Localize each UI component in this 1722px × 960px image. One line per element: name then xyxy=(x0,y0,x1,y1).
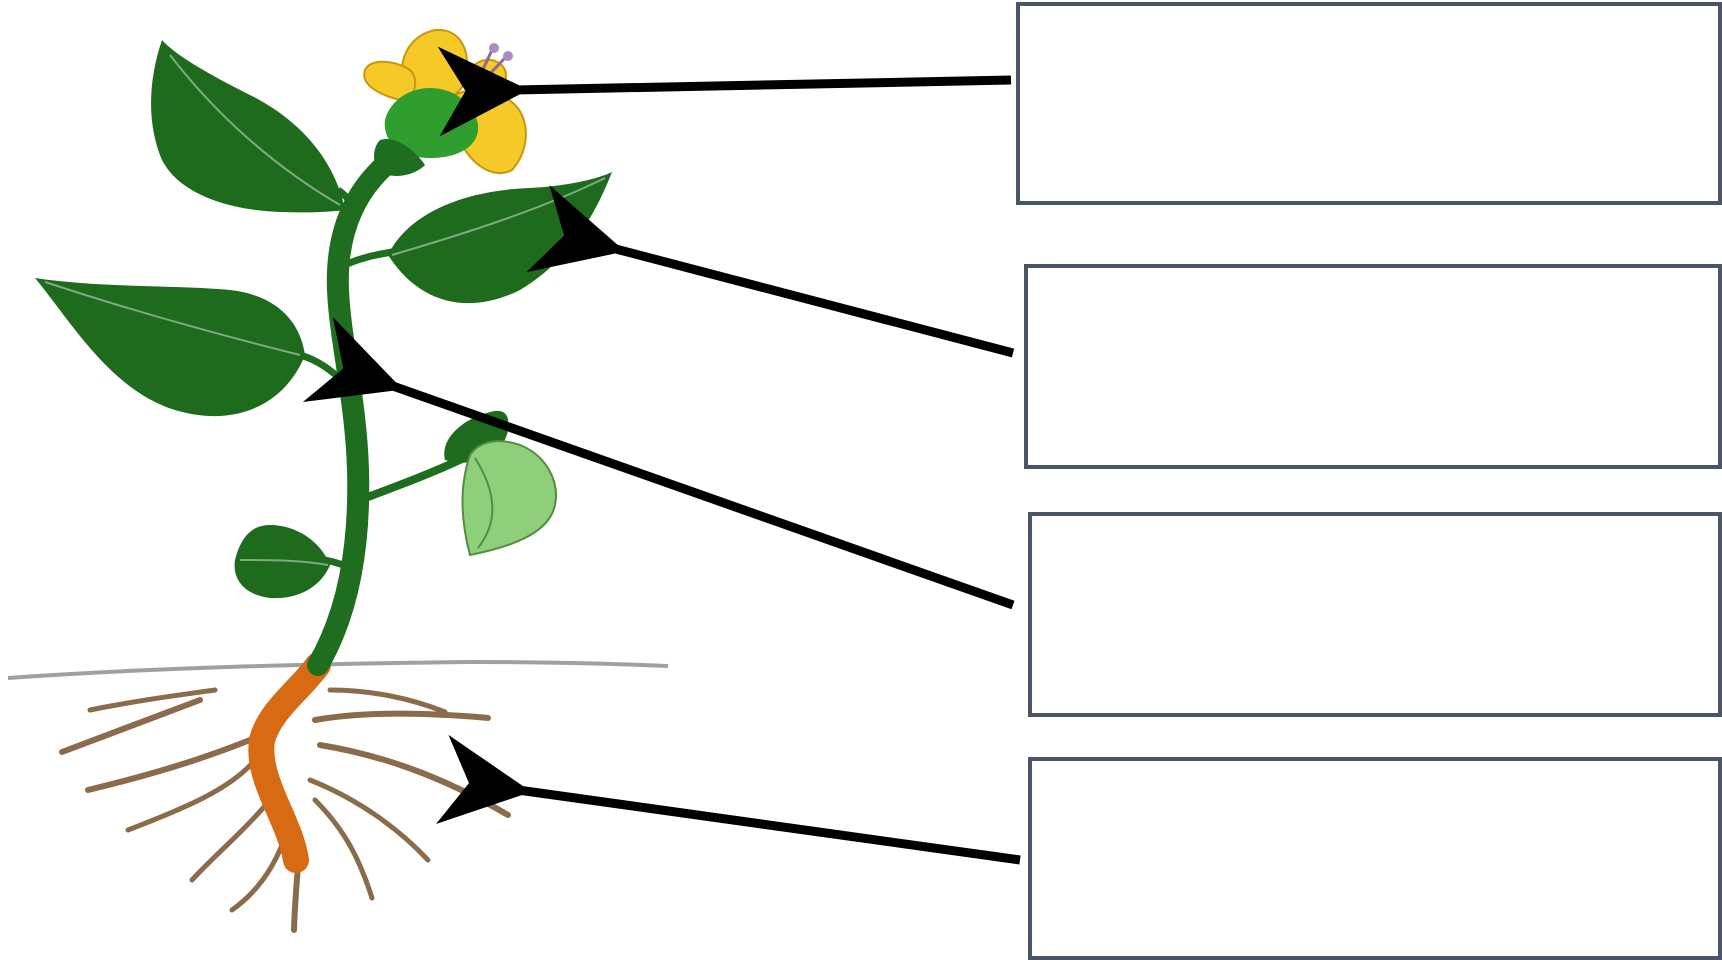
anther xyxy=(503,51,513,61)
leaf-vein xyxy=(239,559,329,566)
flower xyxy=(363,28,527,176)
root-branch xyxy=(317,742,511,818)
ground-line xyxy=(7,659,669,680)
root-branch xyxy=(189,797,273,883)
root-branch xyxy=(327,687,448,715)
arrow-to-stem xyxy=(302,317,1015,610)
receptacle xyxy=(374,139,425,176)
root-branch xyxy=(85,737,253,793)
arrow-to-flower xyxy=(437,46,1012,137)
label-box-root[interactable] xyxy=(1028,757,1722,960)
petal xyxy=(363,60,417,102)
label-box-stem[interactable] xyxy=(1028,512,1722,717)
leaf-top-left xyxy=(151,40,345,213)
label-box-leaf[interactable] xyxy=(1024,264,1722,469)
arrow-to-leaf xyxy=(526,185,1015,358)
leaf-vein xyxy=(474,457,494,549)
root-branch xyxy=(59,697,203,755)
arrows xyxy=(302,46,1021,865)
arrow-to-root xyxy=(436,734,1021,865)
anther xyxy=(489,43,499,53)
root-branch xyxy=(312,710,491,723)
leaf-left xyxy=(35,278,305,417)
root-branch xyxy=(307,777,431,863)
leaf-vein xyxy=(169,54,341,206)
leaf-vein xyxy=(44,281,301,356)
leaf-bottom xyxy=(234,525,330,599)
root-branch xyxy=(87,687,218,713)
roots xyxy=(59,652,511,933)
root-main xyxy=(248,652,331,873)
stem xyxy=(307,134,426,676)
leaf-upper-right xyxy=(388,172,612,304)
petiole xyxy=(343,248,393,269)
root-branch xyxy=(312,797,375,901)
label-box-flower[interactable] xyxy=(1016,2,1722,205)
leaf-young xyxy=(461,440,557,557)
root-branch xyxy=(125,757,258,833)
